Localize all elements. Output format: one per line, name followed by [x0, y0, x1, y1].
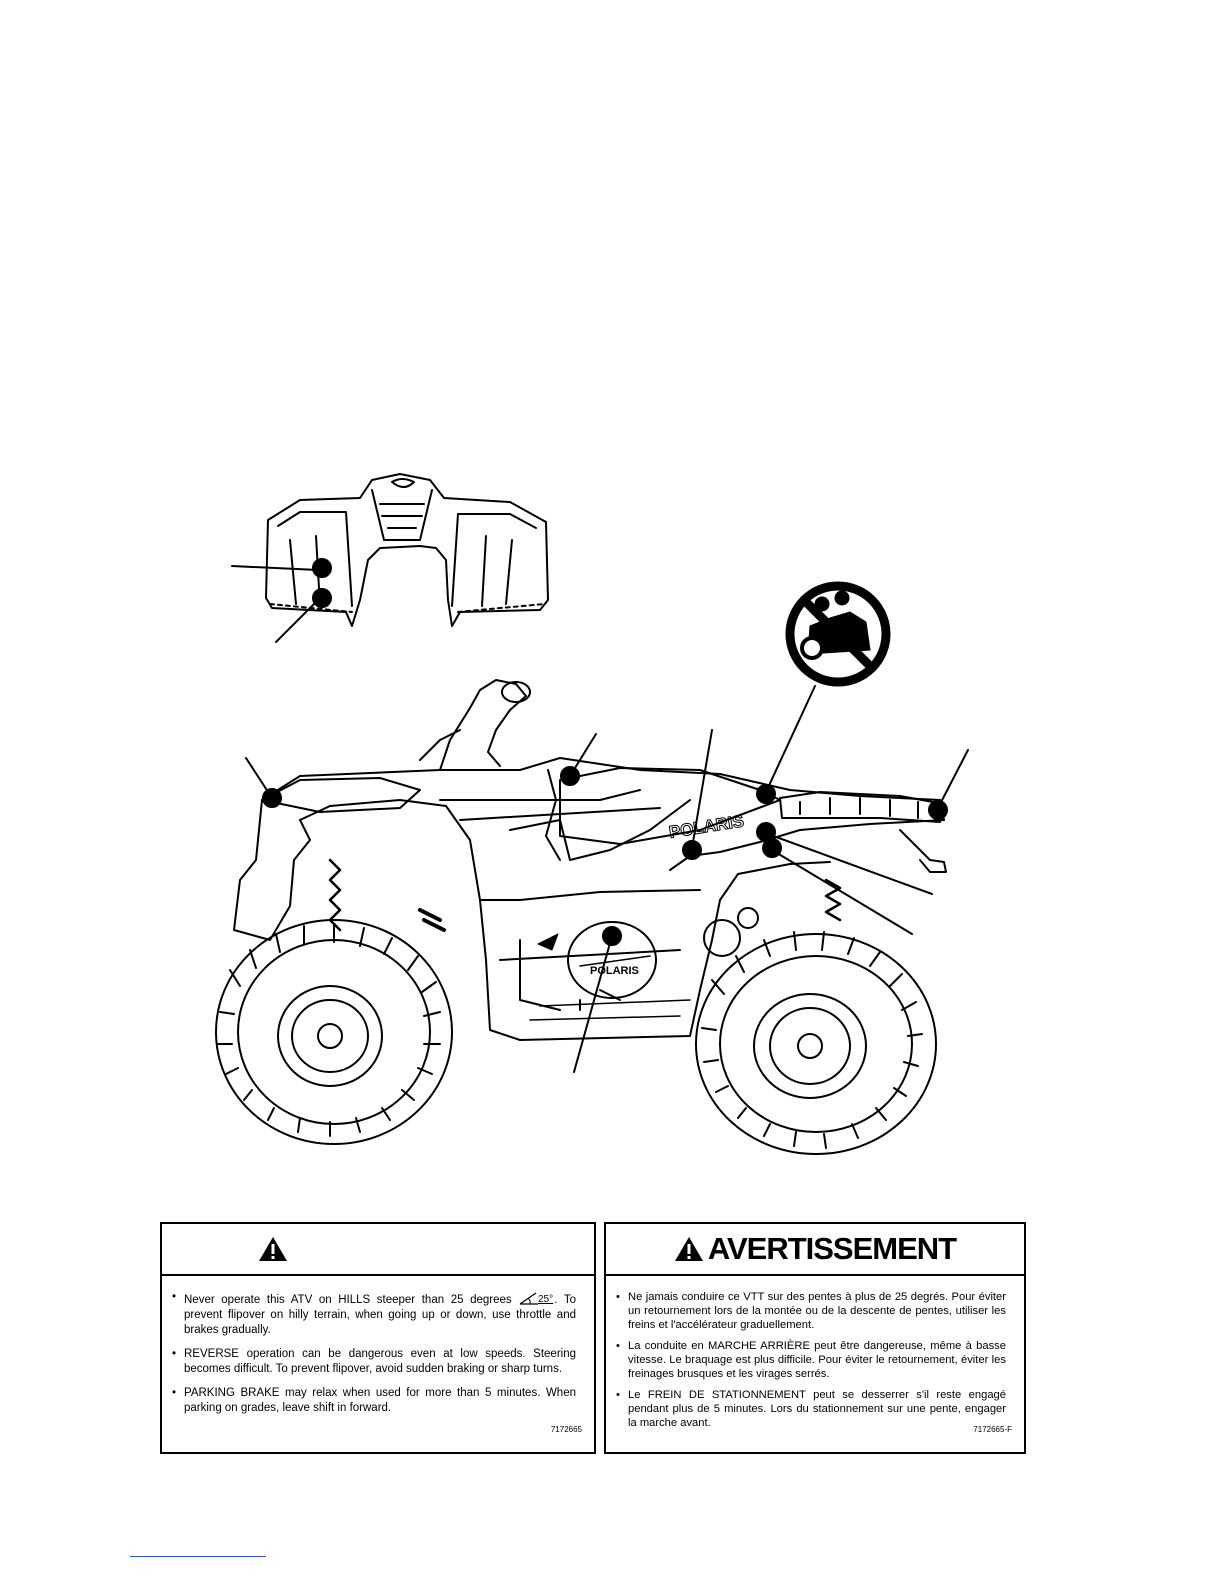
wheel-cover-logo: POLARIS	[590, 965, 639, 977]
warning-label-french: AVERTISSEMENT Ne jamais conduire ce VTT …	[604, 1222, 1026, 1454]
decal-marker	[560, 766, 580, 786]
decal-marker	[312, 588, 332, 608]
warning-bullet: La conduite en MARCHE ARRIÈRE peut être …	[616, 1339, 1006, 1381]
warning-bullet: Le FREIN DE STATIONNEMENT peut se desser…	[616, 1388, 1006, 1430]
warning-label-header: AVERTISSEMENT	[606, 1224, 1024, 1276]
rear-fender-view	[231, 473, 549, 643]
svg-text:25°: 25°	[538, 1294, 553, 1305]
warning-triangle-icon	[259, 1237, 287, 1261]
warning-label-title: AVERTISSEMENT	[707, 1231, 957, 1266]
decal-marker	[682, 840, 702, 860]
warning-bullet: REVERSE operation can be dangerous even …	[172, 1347, 576, 1377]
part-number: 7172665-F	[973, 1425, 1012, 1434]
warning-label-english: Never operate this ATV on HILLS steeper …	[160, 1222, 596, 1454]
warning-bullet: Never operate this ATV on HILLS steeper …	[172, 1290, 576, 1338]
warning-triangle-icon	[674, 1237, 703, 1261]
side-panel-logo: POLARIS	[668, 811, 746, 842]
decal-marker	[928, 800, 948, 820]
decal-marker	[756, 784, 776, 804]
warning-bullet: Ne jamais conduire ce VTT sur des pentes…	[616, 1290, 1006, 1332]
decal-marker	[312, 558, 332, 578]
no-passenger-pictogram	[785, 581, 891, 687]
decal-marker	[262, 788, 282, 808]
warning-label-header	[162, 1224, 594, 1276]
warning-bullet-list: Never operate this ATV on HILLS steeper …	[162, 1276, 594, 1416]
footer-rule	[130, 1556, 266, 1557]
atv-side-view: POLARIS POLARIS	[215, 679, 969, 1155]
atv-decal-location-illustration: POLARIS POLARIS	[215, 473, 969, 1155]
warning-bullet-list: Ne jamais conduire ce VTT sur des pentes…	[606, 1276, 1024, 1430]
decal-marker	[762, 838, 782, 858]
decal-marker	[602, 926, 622, 946]
part-number: 7172665	[550, 1425, 582, 1434]
slope-angle-icon: 25°	[519, 1292, 553, 1305]
warning-bullet: PARKING BRAKE may relax when used for mo…	[172, 1386, 576, 1416]
